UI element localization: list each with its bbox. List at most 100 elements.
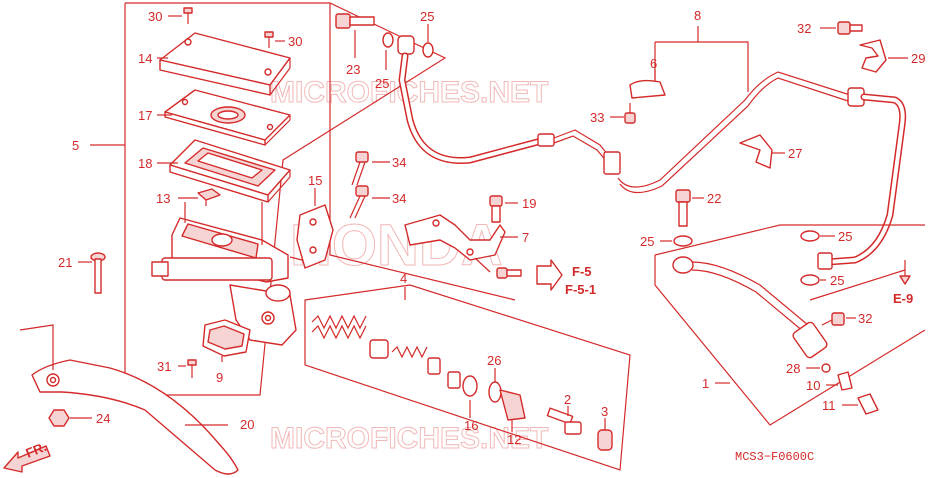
part-label-34b: 34 (392, 191, 406, 206)
ref-e9: E-9 (893, 291, 913, 306)
bolt-34-upper (351, 151, 369, 186)
clutch-hose-upper (397, 35, 621, 175)
part-label-18: 18 (138, 156, 152, 171)
washer-25-d (800, 230, 820, 242)
part-label-32b: 32 (858, 311, 872, 326)
push-rod-2 (546, 407, 582, 435)
part-label-19: 19 (522, 196, 536, 211)
screw-30-top (183, 7, 193, 24)
part-label-31: 31 (157, 359, 171, 374)
boot-3 (597, 429, 613, 451)
part-label-26: 26 (487, 353, 501, 368)
part-label-21: 21 (58, 255, 72, 270)
part-label-27: 27 (788, 146, 802, 161)
switch-9 (202, 319, 251, 362)
part-label-25c: 25 (640, 234, 654, 249)
part-label-8: 8 (694, 8, 701, 23)
part-label-34a: 34 (392, 155, 406, 170)
assembly-outline-hose-top (654, 224, 925, 256)
washer-16 (462, 375, 478, 397)
clutch-hose-lower (817, 87, 907, 270)
bolt-32-bottom (821, 312, 845, 326)
leader-bolt-lower (474, 257, 491, 273)
cap-28 (821, 363, 831, 373)
washer-25-c (673, 235, 693, 247)
clutch-pipe-8 (617, 71, 851, 194)
part-label-29: 29 (911, 51, 925, 66)
bolt-7-lower (496, 267, 522, 279)
part-label-33: 33 (590, 110, 604, 125)
clip-13 (197, 188, 221, 206)
bolt-19 (489, 195, 503, 223)
banjo-bolt-22 (675, 189, 691, 227)
part-label-10: 10 (806, 378, 820, 393)
arrow-e9-head (899, 275, 911, 285)
part-label-24: 24 (96, 411, 110, 426)
part-label-15: 15 (308, 173, 322, 188)
part-label-30b: 30 (288, 34, 302, 49)
part-label-17: 17 (138, 108, 152, 123)
part-label-30a: 30 (148, 9, 162, 24)
part-label-12: 12 (507, 432, 521, 447)
part-label-28: 28 (786, 361, 800, 376)
bolt-34-lower (349, 185, 369, 219)
seal-16 (447, 371, 461, 389)
ref-f5: F-5 (572, 264, 592, 279)
part-label-23: 23 (346, 62, 360, 77)
part-label-6: 6 (650, 56, 657, 71)
watermark-bottom: MICROFICHES.NET (270, 422, 548, 455)
bracket-7 (404, 214, 506, 261)
clamp-29 (859, 39, 887, 73)
assembly-outline-hose-right (809, 269, 906, 301)
ref-f5-1: F-5-1 (565, 282, 596, 297)
bleeder-cap-11 (857, 393, 879, 415)
part-label-16: 16 (464, 418, 478, 433)
diaphragm-18 (169, 139, 291, 203)
part-label-11: 11 (822, 398, 836, 413)
front-direction-arrow (3, 445, 51, 473)
boot-12 (499, 389, 526, 421)
part-label-2: 2 (564, 392, 571, 407)
part-label-3: 3 (601, 404, 608, 419)
arrow-f5 (536, 259, 563, 291)
nut-24 (48, 409, 70, 427)
reservoir-cap-14 (159, 32, 291, 96)
leader-8-bracket (655, 41, 749, 92)
assembly-outline-divider (329, 3, 516, 301)
washer-25-e (800, 274, 820, 286)
part-label-4: 4 (400, 271, 407, 286)
pivot-bolt-21 (90, 252, 106, 294)
part-label-25d: 25 (838, 229, 852, 244)
part-label-22: 22 (707, 191, 721, 206)
circlip-26 (488, 381, 502, 403)
part-label-25b: 25 (420, 9, 434, 24)
banjo-bolt-23 (335, 13, 375, 29)
part-label-7: 7 (522, 230, 529, 245)
washer-25-a (382, 32, 394, 48)
part-label-20: 20 (240, 417, 254, 432)
part-label-9: 9 (216, 370, 223, 385)
screw-33 (624, 103, 636, 124)
part-label-25e: 25 (830, 273, 844, 288)
holder-15 (296, 204, 334, 269)
part-label-13: 13 (156, 191, 170, 206)
clip-27 (739, 134, 773, 169)
part-label-1: 1 (702, 376, 709, 391)
bleeder-10 (837, 371, 853, 391)
clamp-6 (629, 79, 666, 99)
diagram-code: MCS3−F0600C (735, 450, 814, 464)
front-direction-label: FR. (24, 439, 49, 461)
part-label-32a: 32 (797, 21, 811, 36)
screw-30-right (264, 31, 274, 48)
assembly-outline-piston-kit (304, 284, 631, 471)
assembly-outline-hose-bottom (654, 255, 926, 426)
bolt-32-top (837, 21, 863, 35)
screw-31 (187, 359, 197, 378)
leader-lever-pivot (19, 324, 54, 370)
plate-17 (164, 89, 291, 146)
part-label-25a: 25 (375, 76, 389, 91)
part-label-5: 5 (72, 138, 79, 153)
piston (369, 339, 441, 375)
